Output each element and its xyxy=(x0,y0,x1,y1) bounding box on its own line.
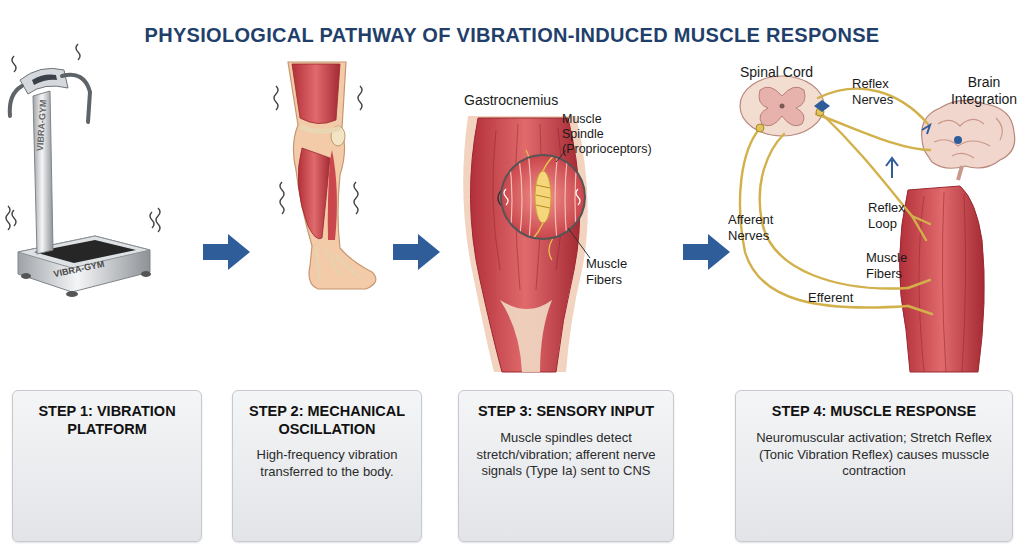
anatomy-label: Brain Integration xyxy=(944,74,1024,108)
vibration-platform-part xyxy=(76,44,80,60)
reflex-pathway-part xyxy=(958,166,962,180)
leg-illustration-part xyxy=(280,182,284,214)
vibration-platform xyxy=(6,44,160,297)
reflex-pathway-part xyxy=(759,87,805,126)
leg-illustration-part xyxy=(274,86,278,110)
leg-illustration-part xyxy=(288,62,376,289)
flow-arrow-part xyxy=(683,234,730,270)
vibration-platform-part xyxy=(20,68,68,94)
step-description: Muscle spindles detect stretch/vibration… xyxy=(465,430,667,481)
step-description: Neuromuscular activation; Stretch Reflex… xyxy=(742,430,1006,481)
diagram-title: PHYSIOLOGICAL PATHWAY OF VIBRATION-INDUC… xyxy=(0,24,1024,47)
leg-illustration-part xyxy=(328,150,337,240)
vibration-platform-part xyxy=(66,291,78,297)
reflex-pathway-part xyxy=(954,136,962,144)
vibration-platform-part xyxy=(6,206,10,230)
leg-illustration-part xyxy=(292,64,340,124)
calf-muscle-part-part xyxy=(508,150,578,250)
calf-muscle-part xyxy=(501,155,585,239)
leg-illustration-part xyxy=(358,86,362,110)
step-description: High-frequency vibration transferred to … xyxy=(239,447,415,481)
step-box: STEP 3: SENSORY INPUT Muscle spindles det… xyxy=(458,390,674,542)
anatomy-label: Muscle Fibers xyxy=(866,250,926,281)
leg-illustration-part xyxy=(316,246,360,282)
vibration-platform-part xyxy=(32,75,57,85)
calf-muscle-part-part xyxy=(535,171,551,223)
calf-muscle-part-part xyxy=(536,185,550,208)
reflex-pathway-part xyxy=(922,125,930,134)
anatomy-label: Efferent xyxy=(808,290,878,306)
calf-muscle-part xyxy=(556,150,590,258)
vibration-platform-part xyxy=(156,208,160,232)
anatomy-label: Reflex Nerves xyxy=(852,76,912,107)
step-box: STEP 1: VIBRATION PLATFORM xyxy=(12,390,202,542)
reflex-pathway-part xyxy=(740,76,824,136)
reflex-pathway-part xyxy=(886,158,898,178)
reflex-pathway-part xyxy=(740,89,932,314)
reflex-pathway-part xyxy=(934,118,1002,158)
leg-illustration-part xyxy=(354,182,358,214)
anatomy-label: Spinal Cord xyxy=(740,64,840,81)
leg-illustration-part xyxy=(298,148,330,239)
calf-muscle-part xyxy=(501,155,585,239)
vibration-platform-part xyxy=(10,86,22,116)
flow-arrow-part xyxy=(393,234,440,270)
reflex-pathway-part xyxy=(922,100,1015,168)
flow-arrow-part xyxy=(203,234,250,270)
anatomy-label: Gastrocnemius xyxy=(464,92,584,109)
anatomy-label: Afferent Nerves xyxy=(728,212,798,243)
anatomy-label: Reflex Loop xyxy=(868,200,924,231)
vibration-platform-part xyxy=(21,273,31,279)
flow-arrow xyxy=(203,234,730,270)
vibration-platform-part xyxy=(150,212,154,228)
vibration-platform-part xyxy=(141,271,151,277)
step-heading: STEP 2: MECHANICAL OSCILLATION xyxy=(239,403,415,438)
anatomy-label: Muscle Spindle (Proprioceptors) xyxy=(562,112,646,157)
calf-muscle-part xyxy=(470,118,579,372)
step-heading: STEP 4: MUSCLE RESPONSE xyxy=(742,403,1006,421)
step-box: STEP 4: MUSCLE RESPONSE Neuromuscular act… xyxy=(735,390,1013,542)
vibration-platform-part xyxy=(12,210,16,226)
reflex-pathway-part-part xyxy=(816,114,930,150)
reflex-pathway-part-part xyxy=(908,216,932,314)
reflex-pathway-part xyxy=(756,124,764,132)
calf-muscle-part xyxy=(500,300,552,372)
calf-muscle-part-part xyxy=(504,189,580,205)
anatomy-label: Muscle Fibers xyxy=(586,256,646,287)
reflex-pathway-part xyxy=(899,186,984,372)
reflex-pathway-part xyxy=(780,104,785,109)
reflex-pathway-part xyxy=(814,100,830,112)
leg-illustration xyxy=(274,62,376,289)
step-heading: STEP 1: VIBRATION PLATFORM xyxy=(19,403,195,438)
step-heading: STEP 3: SENSORY INPUT xyxy=(465,403,667,421)
vibration-platform-part xyxy=(62,75,90,122)
step-box: STEP 2: MECHANICAL OSCILLATION High-frequ… xyxy=(232,390,422,542)
reflex-pathway xyxy=(740,76,1015,372)
vibration-platform-part xyxy=(12,56,16,72)
leg-illustration-part xyxy=(300,126,340,132)
calf-muscle-part-part xyxy=(530,154,556,242)
